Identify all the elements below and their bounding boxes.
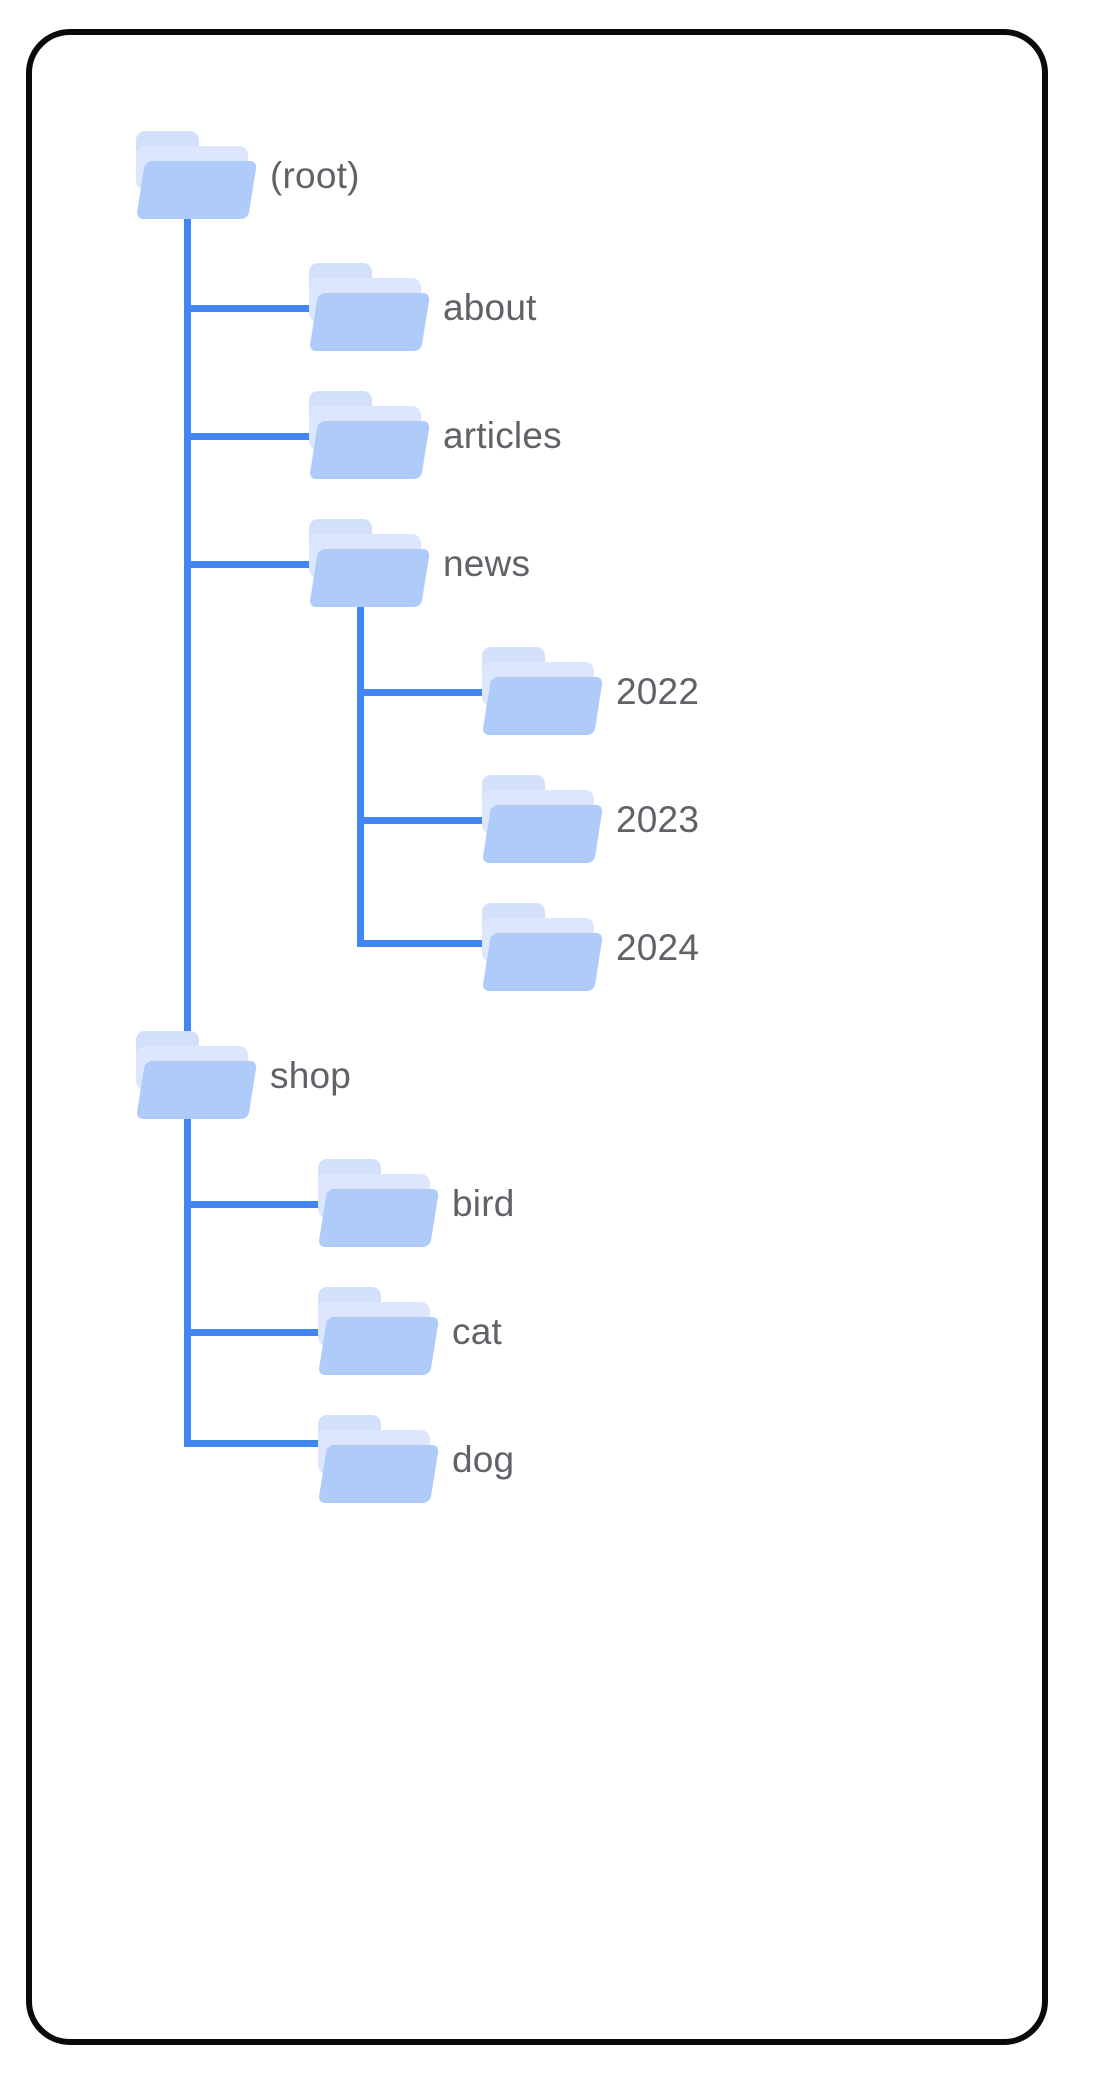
folder-icon (136, 1031, 258, 1119)
folder-icon-front (482, 932, 604, 991)
tree-node-2022[interactable]: 2022 (482, 647, 699, 735)
folder-icon-front (309, 420, 431, 479)
folder-icon (309, 519, 431, 607)
tree-node-label: articles (443, 414, 562, 456)
tree-node-label: (root) (270, 154, 360, 196)
tree-node-label: 2024 (616, 926, 700, 968)
connector-branch-news (184, 561, 314, 568)
connector-branch-2024 (357, 940, 487, 947)
folder-icon-front (318, 1444, 440, 1503)
connector-trunk-shop (184, 1105, 191, 1447)
tree-node-news[interactable]: news (309, 519, 530, 607)
connector-branch-dog (184, 1440, 324, 1447)
connector-branch-cat (184, 1329, 324, 1336)
connector-branch-bird (184, 1201, 324, 1208)
folder-icon-front (318, 1316, 440, 1375)
tree-node-articles[interactable]: articles (309, 391, 562, 479)
folder-icon (309, 391, 431, 479)
folder-icon (309, 263, 431, 351)
folder-icon-front (482, 676, 604, 735)
folder-tree: (root) about articles news 2022 2023 2024 shop b… (32, 35, 1054, 2051)
folder-icon (482, 647, 604, 735)
tree-node-label: bird (452, 1182, 515, 1224)
tree-node-shop[interactable]: shop (136, 1031, 351, 1119)
tree-node-2023[interactable]: 2023 (482, 775, 699, 863)
tree-node-root[interactable]: (root) (136, 131, 360, 219)
tree-node-cat[interactable]: cat (318, 1287, 502, 1375)
diagram-card: (root) about articles news 2022 2023 2024 shop b… (26, 29, 1048, 2045)
tree-node-label: shop (270, 1054, 352, 1096)
tree-node-label: news (443, 542, 531, 584)
tree-node-2024[interactable]: 2024 (482, 903, 699, 991)
tree-node-label: about (443, 286, 537, 328)
tree-node-about[interactable]: about (309, 263, 537, 351)
connector-trunk-news (357, 595, 364, 947)
tree-node-dog[interactable]: dog (318, 1415, 514, 1503)
folder-icon-front (309, 292, 431, 351)
connector-branch-about (184, 305, 314, 312)
connector-branch-articles (184, 433, 314, 440)
folder-icon (318, 1159, 440, 1247)
connector-trunk-root (184, 205, 191, 1445)
tree-node-label: cat (452, 1310, 502, 1352)
folder-icon-front (482, 804, 604, 863)
folder-icon (482, 775, 604, 863)
connector-branch-2022 (357, 689, 487, 696)
folder-icon (318, 1415, 440, 1503)
folder-icon (318, 1287, 440, 1375)
folder-icon-front (309, 548, 431, 607)
tree-node-label: dog (452, 1438, 515, 1480)
folder-icon (136, 131, 258, 219)
tree-node-bird[interactable]: bird (318, 1159, 515, 1247)
folder-icon-front (136, 1060, 258, 1119)
tree-node-label: 2022 (616, 670, 700, 712)
folder-icon (482, 903, 604, 991)
folder-icon-front (136, 160, 258, 219)
connector-branch-2023 (357, 817, 487, 824)
tree-node-label: 2023 (616, 798, 700, 840)
folder-icon-front (318, 1188, 440, 1247)
